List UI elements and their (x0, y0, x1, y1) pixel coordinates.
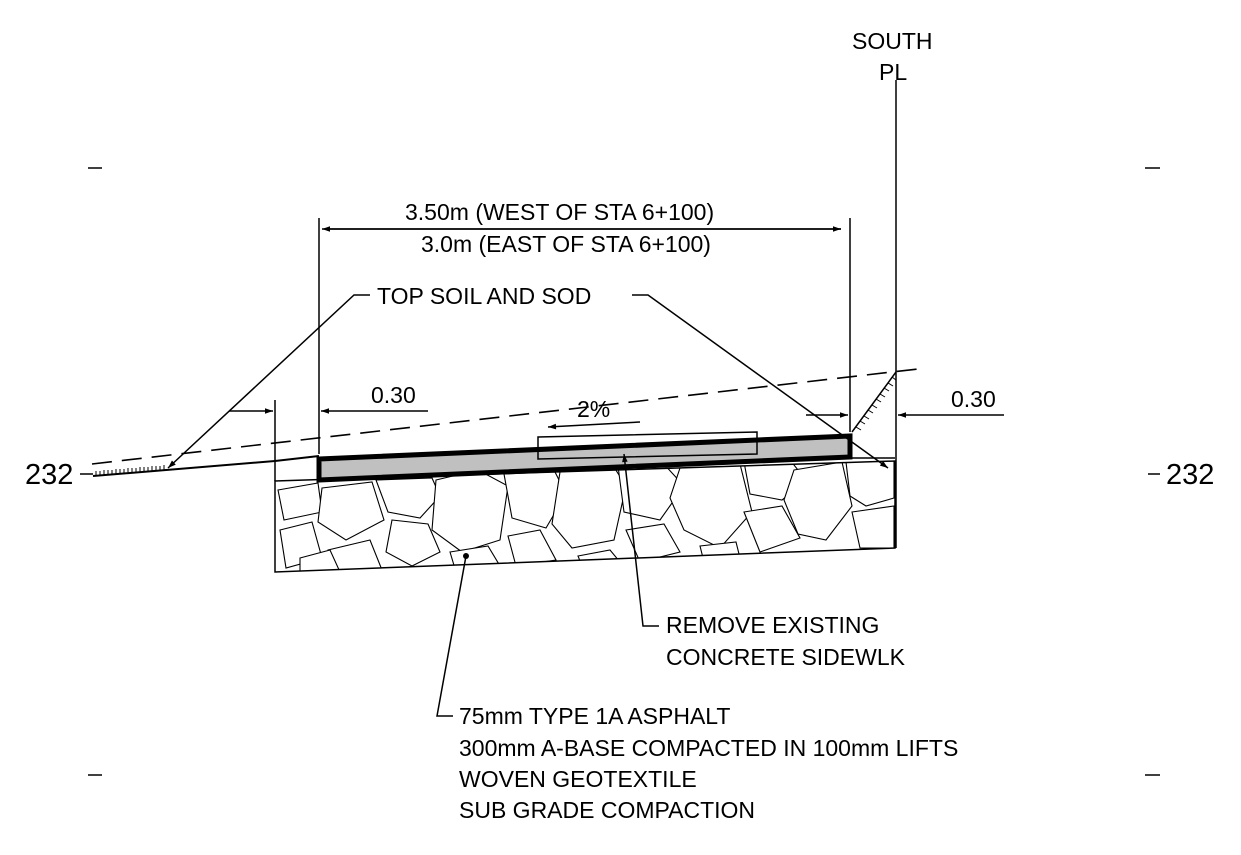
spec-label-1: 75mm TYPE 1A ASPHALT (459, 703, 730, 729)
boulevard-ground-left (92, 455, 320, 477)
top-soil-label: TOP SOIL AND SOD (377, 283, 591, 309)
granular-base (274, 460, 896, 573)
slope-label: 2% (577, 396, 610, 422)
top-soil-leader-right (632, 294, 889, 469)
remove-sidewalk-label-2: CONCRETE SIDEWLK (666, 644, 906, 670)
spec-label-2: 300mm A-BASE COMPACTED IN 100mm LIFTS (459, 735, 958, 761)
spec-leader (436, 555, 467, 717)
existing-sidewalk-outline (537, 431, 758, 460)
existing-ground-line (91, 368, 919, 465)
sod-hatch-left (95, 465, 165, 476)
pl-label: PL (879, 59, 907, 85)
width-dimension-label-1: 3.50m (WEST OF STA 6+100) (405, 199, 714, 225)
sod-hatch-right (855, 376, 897, 431)
offset-dimension-left-label: 0.30 (371, 382, 416, 408)
spec-label-4: SUB GRADE COMPACTION (459, 797, 755, 823)
slope-arrow (547, 421, 641, 430)
spec-label-3: WOVEN GEOTEXTILE (459, 766, 697, 792)
remove-sidewalk-label-1: REMOVE EXISTING (666, 612, 879, 638)
width-dimension-label-2: 3.0m (EAST OF STA 6+100) (421, 231, 711, 257)
top-soil-leader-left (167, 294, 370, 469)
south-label: SOUTH (852, 28, 933, 54)
elevation-label-left: 232 (25, 459, 73, 491)
remove-sidewalk-leader (622, 453, 659, 627)
boulevard-ground-right (851, 371, 897, 433)
elevation-label-right: 232 (1166, 459, 1214, 491)
offset-dimension-right-label: 0.30 (951, 386, 996, 412)
